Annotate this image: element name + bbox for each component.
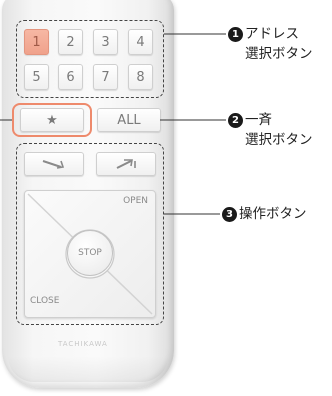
all-button[interactable]: ALL: [97, 108, 161, 132]
address-button-8[interactable]: 8: [128, 64, 153, 90]
open-button[interactable]: OPEN: [90, 196, 150, 214]
brand-logo: TACHIKAWA: [58, 340, 108, 348]
address-button-7[interactable]: 7: [93, 64, 118, 90]
annotation-badge-3: 3: [222, 207, 237, 222]
annotation-badge-2: 2: [228, 113, 243, 128]
tilt-close-icon: [42, 160, 65, 169]
address-button-5[interactable]: 5: [24, 64, 49, 90]
annotation-3-line1: 操作ボタン: [239, 206, 307, 222]
address-button-6[interactable]: 6: [58, 64, 83, 90]
address-button-3[interactable]: 3: [93, 29, 118, 55]
annotation-2-line2: 選択ボタン: [245, 132, 313, 148]
close-label: CLOSE: [30, 296, 60, 306]
address-button-4[interactable]: 4: [128, 29, 153, 55]
address-button-2[interactable]: 2: [58, 29, 83, 55]
tilt-close-button[interactable]: [24, 152, 84, 176]
star-button-highlight: [12, 103, 92, 137]
tilt-open-icon: [116, 159, 136, 169]
tilt-open-button[interactable]: [96, 152, 156, 176]
annotation-badge-1: 1: [228, 27, 243, 42]
stop-button[interactable]: STOP: [67, 230, 113, 276]
open-label: OPEN: [123, 196, 148, 206]
annotation-1-line2: 選択ボタン: [245, 46, 313, 62]
star-button[interactable]: ★: [20, 108, 84, 132]
annotation-1-line1: アドレス: [245, 26, 299, 42]
operation-buttons-group-outline: [16, 143, 164, 325]
stop-label: STOP: [78, 248, 102, 258]
close-button[interactable]: CLOSE: [28, 294, 88, 312]
address-button-1[interactable]: 1: [24, 29, 49, 55]
annotation-2-line1: 一斉: [245, 112, 272, 128]
address-buttons-group-outline: [16, 20, 164, 98]
